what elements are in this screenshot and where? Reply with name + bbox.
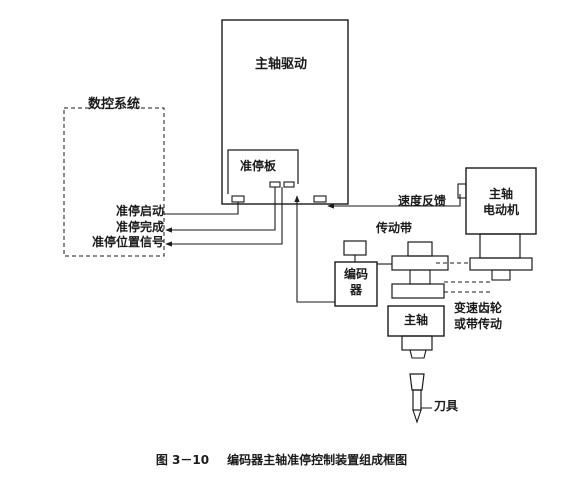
board-connector-2 [283,181,295,188]
encoder-line2: 器 [349,283,362,297]
cnc-system-box [63,107,165,257]
figure-title: 编码器主轴准停控制装置组成框图 [227,453,408,467]
encoder-top-cap [343,240,367,256]
spindle-taper [409,349,427,359]
spindle-motor-line2: 电动机 [482,203,519,217]
position-signal-line [165,187,283,247]
orientation-board-box [227,149,299,194]
signal-position-label: 准停位置信号 [91,235,164,249]
encoder-box [334,261,378,307]
motor-pulley [469,257,533,271]
encoder-signal-line [294,195,335,303]
cnc-system-title: 数控系统 [88,97,141,112]
spindle-label: 主轴 [403,313,428,327]
tool-label: 刀具 [434,399,459,413]
figure-number: 图 3－10 [155,453,210,467]
spindle-shaft-upper [409,269,431,285]
drive-connector-left [231,195,245,203]
drive-connector-right [313,195,327,203]
complete-signal-line [165,187,276,233]
signal-start-label: 准停启动 [115,204,164,218]
spindle-top-cap [407,241,433,257]
motor-base [479,233,521,259]
gear-belt-line2: 或带传动 [454,317,503,331]
spindle-drive-title: 主轴驱动 [255,57,308,72]
tool-body [412,389,422,411]
tool-holder [409,373,425,391]
spindle-drive-box [221,19,349,205]
spindle-gear [391,283,445,299]
motor-side-tab [457,183,467,199]
start-signal-line [164,202,239,215]
belt-label: 传动带 [376,221,413,235]
board-connector-1 [269,181,281,188]
speed-feedback-label: 速度反馈 [398,194,447,208]
signal-complete-label: 准停完成 [115,220,164,234]
gear-belt-line1: 变速齿轮 [454,301,503,315]
orientation-board-label: 准停板 [240,159,277,173]
motor-shaft [491,269,511,281]
encoder-line1: 编码 [343,267,368,281]
spindle-motor-line1: 主轴 [488,187,513,201]
spindle-nose [401,335,433,351]
figure-caption: 图 3－10 编码器主轴准停控制装置组成框图 [0,451,563,468]
tool-tip [412,409,422,424]
